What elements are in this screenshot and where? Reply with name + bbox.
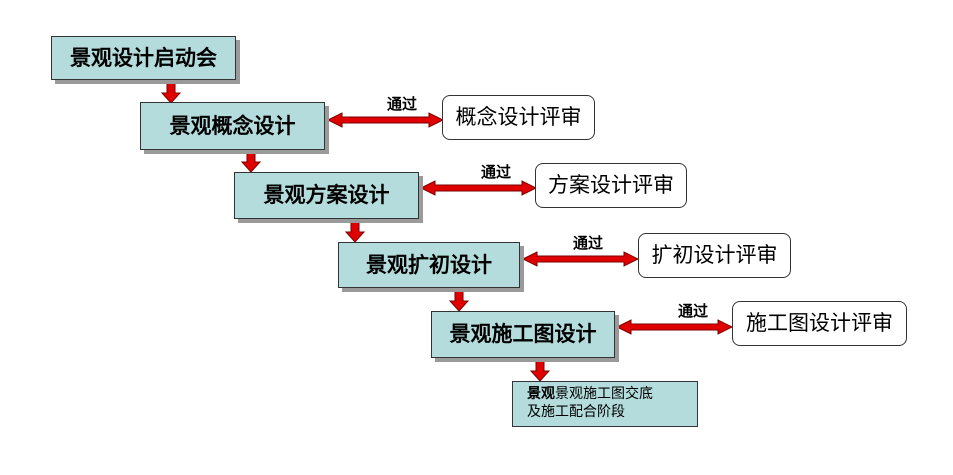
down-arrow-1 bbox=[160, 79, 182, 104]
final-stage-line-2: 及施工配合阶段 bbox=[527, 404, 625, 420]
down-arrow-2 bbox=[240, 148, 262, 173]
final-stage-bold-text: 景观 bbox=[527, 386, 555, 402]
final-stage-line-1: 景观景观施工图交底 bbox=[527, 385, 697, 403]
final-stage-line-1-rest: 景观施工图交底 bbox=[555, 386, 653, 402]
review-preliminary-design: 扩初设计评审 bbox=[638, 233, 791, 278]
down-arrow-4 bbox=[448, 287, 470, 312]
double-arrow-1 bbox=[326, 112, 445, 128]
pass-label-1: 通过 bbox=[387, 95, 418, 113]
final-stage-box: 景观景观施工图交底 及施工配合阶段 bbox=[512, 381, 698, 427]
step-scheme-design: 景观方案设计 bbox=[234, 172, 419, 219]
pass-label-3: 通过 bbox=[573, 234, 604, 252]
double-arrow-2 bbox=[419, 180, 538, 196]
step-kickoff: 景观设计启动会 bbox=[51, 36, 236, 80]
down-arrow-3 bbox=[344, 218, 366, 243]
review-concept-design: 概念设计评审 bbox=[442, 95, 595, 140]
double-arrow-4 bbox=[615, 319, 734, 335]
pass-label-2: 通过 bbox=[481, 163, 512, 181]
pass-label-4: 通过 bbox=[678, 302, 709, 320]
step-concept-design: 景观概念设计 bbox=[140, 102, 325, 150]
review-scheme-design: 方案设计评审 bbox=[535, 163, 687, 208]
review-construction-drawing-design: 施工图设计评审 bbox=[732, 301, 907, 346]
double-arrow-3 bbox=[521, 251, 640, 267]
down-arrow-5 bbox=[529, 357, 551, 382]
step-preliminary-design: 景观扩初设计 bbox=[338, 242, 520, 288]
step-construction-drawing-design: 景观施工图设计 bbox=[431, 311, 615, 358]
